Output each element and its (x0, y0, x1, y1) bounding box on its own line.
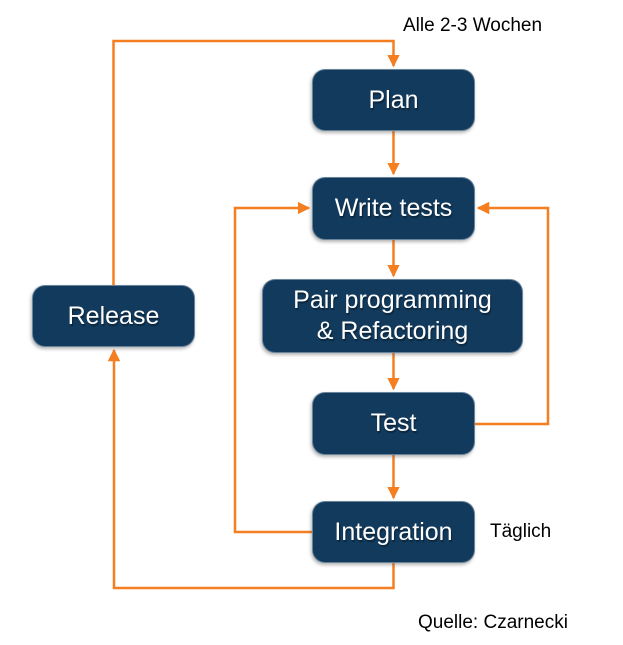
cycle-duration-label: Alle 2-3 Wochen (403, 15, 543, 36)
node-plan: Plan (312, 69, 475, 131)
source-credit-label: Quelle: Czarnecki (418, 612, 568, 633)
node-write-tests: Write tests (312, 177, 475, 240)
node-pair-programming-refactoring: Pair programming & Refactoring (262, 279, 523, 353)
node-release: Release (32, 285, 195, 347)
node-integration: Integration (312, 501, 475, 563)
node-test: Test (312, 392, 475, 455)
daily-cycle-label: Täglich (490, 521, 552, 542)
connector-integration-to-write-tests (233, 201, 312, 534)
